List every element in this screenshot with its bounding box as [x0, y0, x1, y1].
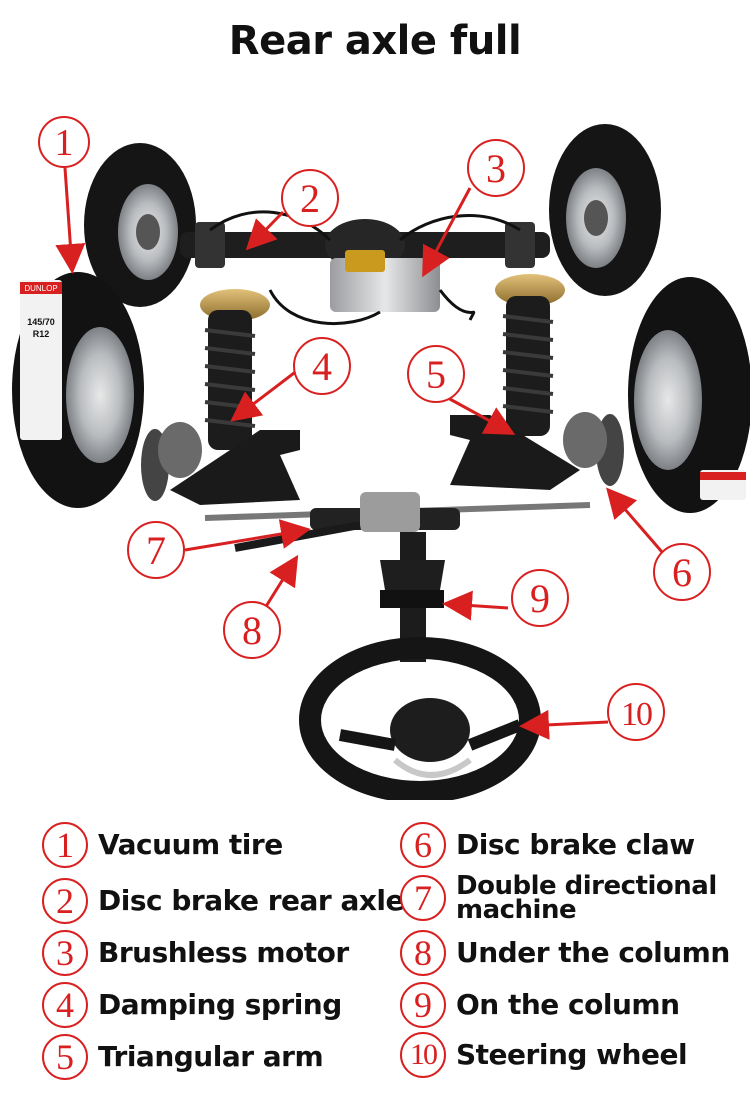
svg-text:1: 1	[55, 122, 74, 164]
brushless-motor	[268, 250, 476, 326]
svg-text:6: 6	[672, 550, 692, 595]
rear-axle-diagram: DUNLOP 145/70 R12	[12, 116, 750, 800]
legend-label: Disc brake claw	[456, 828, 695, 861]
svg-text:3: 3	[486, 146, 506, 191]
legend-label: Triangular arm	[98, 1040, 324, 1073]
legend-label: Double directional machine	[456, 871, 717, 925]
legend-item-2: 2 Disc brake rear axle	[42, 878, 405, 924]
callout-6: 6	[653, 543, 711, 601]
legend-item-3: 3 Brushless motor	[42, 930, 349, 976]
legend-number: 9	[400, 982, 446, 1028]
svg-text:DUNLOP: DUNLOP	[24, 284, 57, 293]
tire-front-left: DUNLOP 145/70 R12	[12, 272, 144, 508]
callout-5: 5	[407, 345, 465, 403]
callout-10: 10	[607, 683, 665, 741]
shock-right	[495, 274, 565, 436]
tire-back-right	[549, 124, 661, 296]
callout-9: 9	[511, 569, 569, 627]
callout-1: 1	[38, 116, 90, 168]
callout-7: 7	[127, 521, 185, 579]
svg-text:R12: R12	[33, 329, 50, 339]
disc-brake-right	[563, 412, 624, 486]
legend-item-7: 7 Double directional machine	[400, 871, 717, 925]
shock-left	[200, 289, 270, 450]
legend-label: Under the column	[456, 936, 730, 969]
legend-item-9: 9 On the column	[400, 982, 680, 1028]
legend-number: 8	[400, 930, 446, 976]
legend-item-5: 5 Triangular arm	[42, 1034, 324, 1080]
callout-arrows	[55, 167, 664, 740]
svg-text:4: 4	[312, 344, 332, 389]
legend-number: 7	[400, 875, 446, 921]
legend-item-1: 1 Vacuum tire	[42, 822, 283, 868]
svg-text:8: 8	[242, 608, 262, 653]
steering-column	[234, 521, 445, 662]
callout-2: 2	[281, 169, 339, 227]
page-title: Rear axle full	[228, 18, 522, 64]
legend-item-6: 6 Disc brake claw	[400, 822, 695, 868]
callout-circles: 1 2 3 4 5 6 7 8	[38, 116, 711, 741]
legend-number: 10	[400, 1032, 446, 1078]
legend-number: 6	[400, 822, 446, 868]
legend-number: 3	[42, 930, 88, 976]
legend-label: Disc brake rear axle	[98, 884, 405, 917]
legend-number: 4	[42, 982, 88, 1028]
legend-label: Steering wheel	[456, 1038, 688, 1071]
legend-label: Vacuum tire	[98, 828, 283, 861]
steering-rack	[204, 492, 591, 532]
legend-item-4: 4 Damping spring	[42, 982, 342, 1028]
tire-front-right	[628, 277, 750, 513]
legend-item-10: 10 Steering wheel	[400, 1032, 688, 1078]
callout-8: 8	[223, 601, 281, 659]
legend-label: Damping spring	[98, 988, 342, 1021]
legend-label: Brushless motor	[98, 936, 349, 969]
callout-3: 3	[467, 139, 525, 197]
legend-number: 5	[42, 1034, 88, 1080]
svg-text:7: 7	[146, 528, 166, 573]
callout-4: 4	[293, 337, 351, 395]
steering-wheel	[299, 637, 541, 800]
triangular-arm-left	[170, 430, 300, 505]
disc-brake-left	[141, 422, 202, 501]
svg-text:9: 9	[530, 576, 550, 621]
svg-text:2: 2	[300, 176, 320, 221]
legend-item-8: 8 Under the column	[400, 930, 730, 976]
legend-number: 2	[42, 878, 88, 924]
legend-number: 1	[42, 822, 88, 868]
svg-text:145/70: 145/70	[27, 317, 55, 327]
tire-back-left	[84, 143, 196, 307]
svg-text:5: 5	[426, 352, 446, 397]
svg-text:10: 10	[621, 696, 652, 733]
legend-label: On the column	[456, 988, 680, 1021]
